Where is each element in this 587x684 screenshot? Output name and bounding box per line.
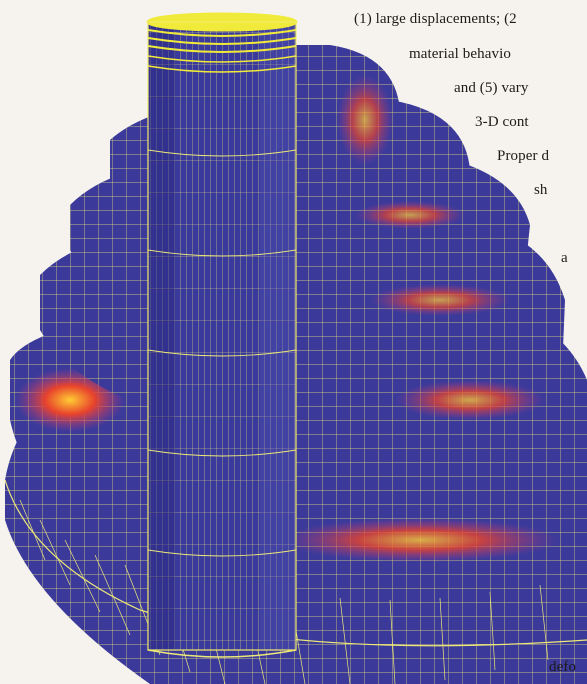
- text-line-1: (1) large displacements; (2: [354, 11, 517, 27]
- central-shaft-highlight: [260, 22, 296, 650]
- hotspot-tier-5: [337, 75, 393, 165]
- text-line-4: 3-D cont: [475, 114, 529, 130]
- hotspot-tier-3: [370, 284, 510, 316]
- central-shaft-outline: [147, 21, 297, 651]
- text-line-9: defo: [549, 659, 577, 675]
- text-line-2: material behavio: [409, 46, 511, 62]
- shaft-rings: [147, 149, 297, 557]
- text-line-6: sh: [534, 182, 548, 198]
- hotspot-tier-2: [395, 380, 545, 420]
- text-line-5: Proper d: [497, 148, 550, 164]
- central-shaft-shading: [148, 22, 175, 650]
- text-line-8: a: [561, 250, 568, 266]
- hotspot-tier-1-right: [280, 518, 560, 562]
- text-line-3: and (5) vary: [454, 80, 529, 96]
- hotspot-tier-4: [355, 201, 465, 229]
- central-shaft-bottom: [147, 649, 297, 658]
- central-shaft: [148, 22, 296, 650]
